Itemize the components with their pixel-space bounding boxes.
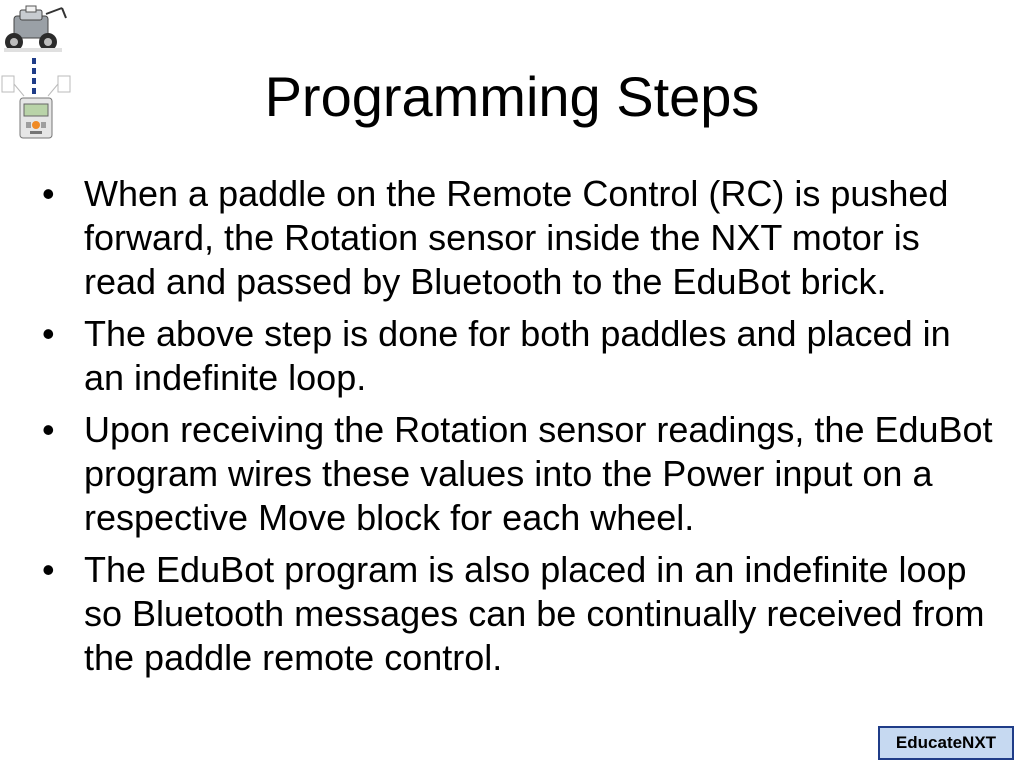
nxt-brick-icon	[19, 97, 53, 139]
educatenxt-badge: EducateNXT	[878, 726, 1014, 760]
bullet-text: The above step is done for both paddles …	[84, 313, 951, 398]
bullet-item: • When a paddle on the Remote Control (R…	[40, 172, 1000, 304]
bullet-text: Upon receiving the Rotation sensor readi…	[84, 409, 993, 538]
bluetooth-connector-icon	[1, 58, 71, 97]
bullet-item: • The EduBot program is also placed in a…	[40, 548, 1000, 680]
bullet-dot: •	[42, 409, 55, 450]
bullet-item: • The above step is done for both paddle…	[40, 312, 1000, 400]
robot-icon	[4, 5, 67, 52]
bullet-dot: •	[42, 313, 55, 354]
bullet-text: When a paddle on the Remote Control (RC)…	[84, 173, 949, 302]
slide-title: Programming Steps	[264, 65, 760, 128]
bullet-text: The EduBot program is also placed in an …	[84, 549, 985, 678]
bullet-dot: •	[42, 173, 55, 214]
bullet-list: • When a paddle on the Remote Control (R…	[40, 172, 1000, 688]
bullet-dot: •	[42, 549, 55, 590]
edubot-nxt-logo	[1, 5, 71, 139]
bullet-item: • Upon receiving the Rotation sensor rea…	[40, 408, 1000, 540]
